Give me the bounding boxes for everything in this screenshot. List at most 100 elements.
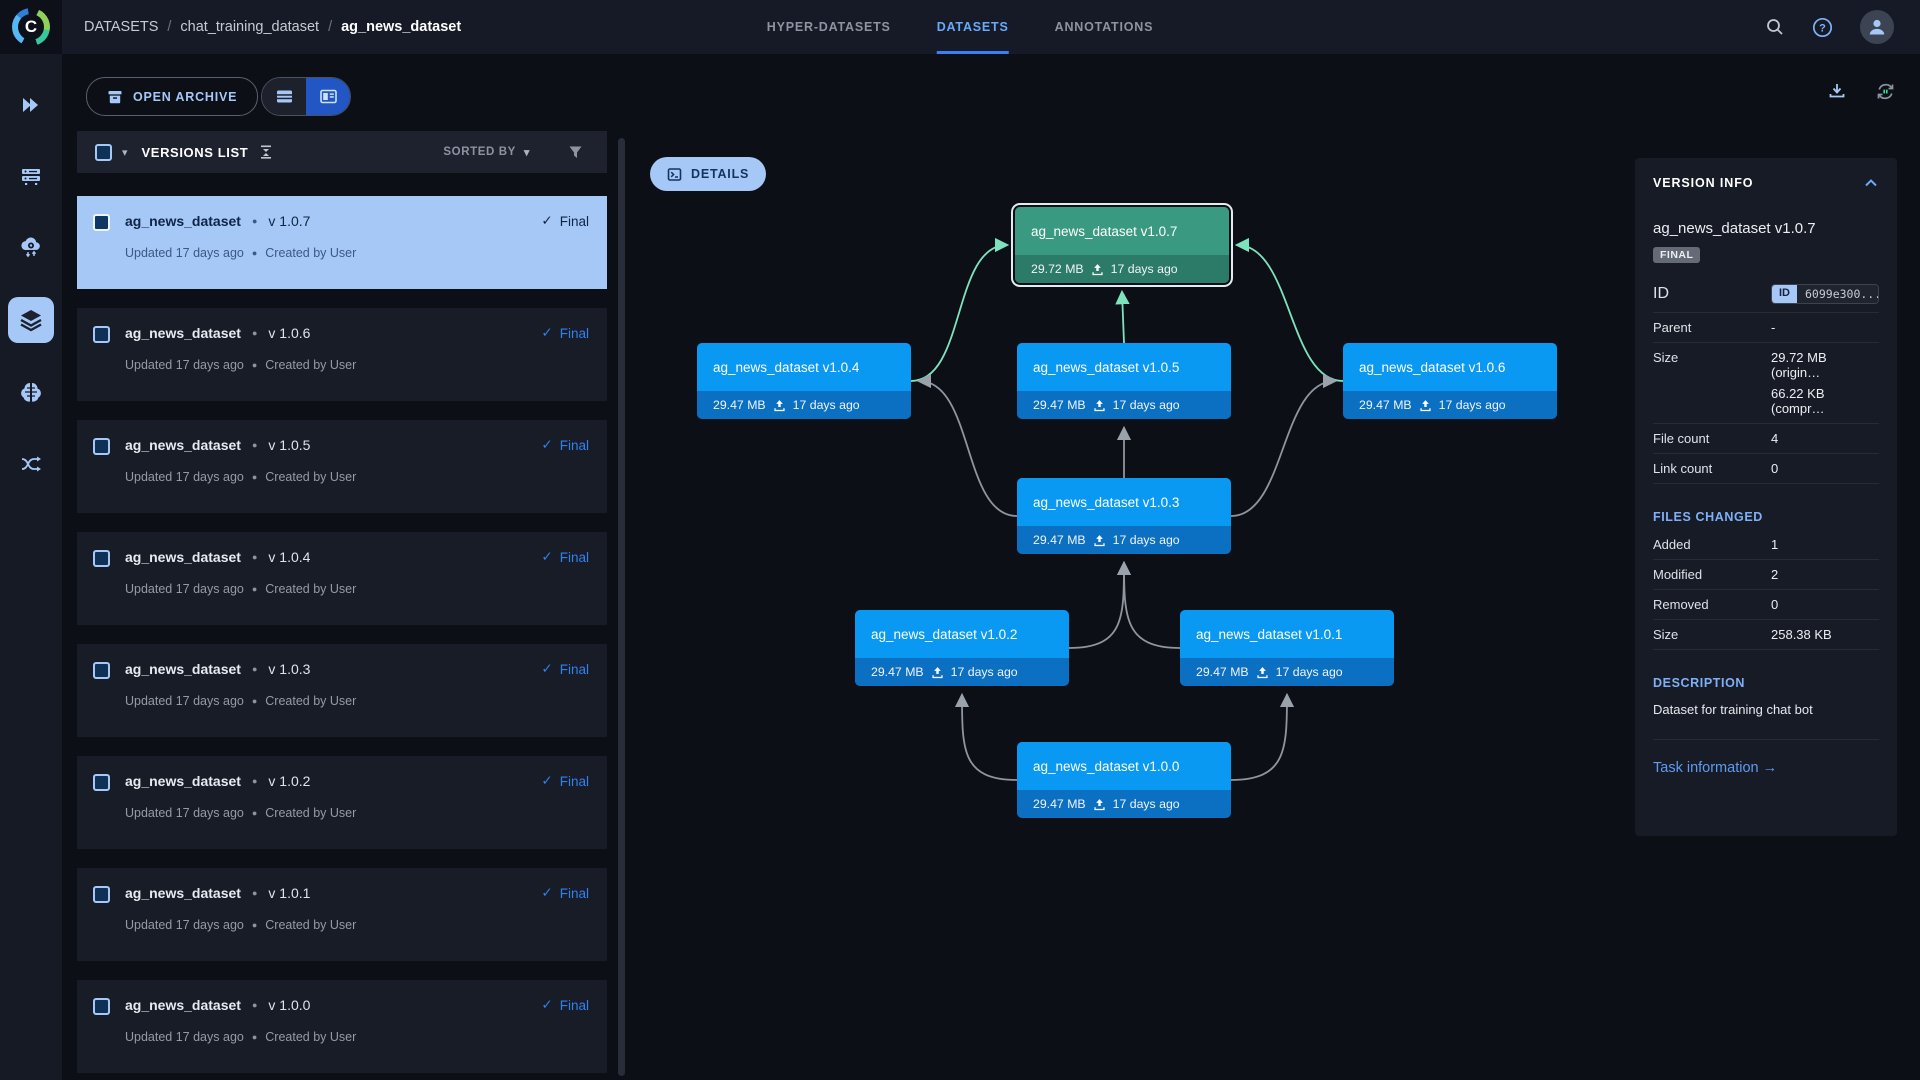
user-avatar[interactable]: [1860, 10, 1894, 44]
table-view-button[interactable]: [262, 78, 306, 115]
versions-scrollbar[interactable]: [618, 138, 625, 1076]
breadcrumb-item[interactable]: chat_training_dataset: [180, 19, 320, 35]
tab-datasets[interactable]: DATASETS: [936, 0, 1009, 54]
version-checkbox[interactable]: [93, 214, 110, 231]
version-item-row1: ag_news_dataset●v 1.0.1✓ Final: [125, 885, 589, 901]
sorted-by-dropdown[interactable]: SORTED BY ▾: [443, 146, 530, 159]
tab-hyper-datasets[interactable]: HYPER-DATASETS: [766, 20, 891, 34]
breadcrumb-item[interactable]: DATASETS: [84, 19, 159, 35]
details-button[interactable]: DETAILS: [650, 157, 767, 191]
final-status-badge: ✓ Final: [541, 885, 589, 901]
versions-panel: ▾ VERSIONS LIST SORTED BY ▾ ag_news_data…: [77, 131, 607, 1080]
select-dropdown-caret-icon[interactable]: ▾: [122, 146, 128, 159]
left-rail: [0, 54, 62, 1080]
id-pill[interactable]: ID 6099e300...: [1771, 284, 1879, 304]
breadcrumb-item[interactable]: ag_news_dataset: [341, 19, 462, 35]
lineage-edge: [954, 692, 1018, 781]
auto-refresh-icon[interactable]: [1875, 81, 1896, 102]
version-item-meta: Updated 17 days ago●Created by User: [125, 358, 589, 372]
upload-icon: [1094, 798, 1105, 810]
select-all-checkbox[interactable]: [95, 143, 112, 161]
dot-separator-icon: ●: [251, 440, 258, 450]
datasets-icon: [20, 310, 42, 332]
upload-icon: [1420, 399, 1431, 411]
version-number: v 1.0.5: [268, 437, 311, 453]
search-icon[interactable]: [1765, 17, 1785, 37]
graph-node-size: 29.47 MB: [871, 665, 924, 679]
split-view-button[interactable]: [306, 78, 350, 115]
version-checkbox[interactable]: [93, 998, 110, 1015]
download-icon[interactable]: [1827, 81, 1847, 101]
filter-icon[interactable]: [568, 145, 583, 160]
checkmark-icon: ✓: [541, 773, 553, 788]
version-number: v 1.0.7: [268, 213, 311, 229]
version-name: ag_news_dataset: [125, 325, 241, 341]
version-item-meta: Updated 17 days ago●Created by User: [125, 806, 589, 820]
open-archive-button[interactable]: OPEN ARCHIVE: [86, 77, 259, 116]
version-checkbox[interactable]: [93, 886, 110, 903]
dot-separator-icon: ●: [251, 360, 258, 370]
updated-text: Updated 17 days ago: [125, 470, 244, 484]
graph-node-size: 29.47 MB: [1196, 665, 1249, 679]
id-pill-value: 6099e300...: [1797, 285, 1878, 303]
sidebar-item-projects[interactable]: [8, 84, 54, 126]
graph-node-label: ag_news_dataset v1.0.4: [697, 343, 911, 391]
info-row: Parent-: [1653, 313, 1879, 343]
models-icon: [21, 383, 41, 402]
help-icon[interactable]: ?: [1812, 17, 1833, 38]
checkmark-icon: ✓: [541, 437, 553, 452]
version-checkbox[interactable]: [93, 326, 110, 343]
selected-version-name: ag_news_dataset v1.0.7: [1653, 220, 1816, 237]
graph-node-age: 17 days ago: [1110, 262, 1178, 276]
collapse-panel-icon[interactable]: [1863, 175, 1879, 191]
lineage-edge: [916, 373, 1018, 517]
info-row-label: Link count: [1653, 461, 1713, 476]
upload-icon: [1257, 666, 1268, 678]
graph-node-size: 29.47 MB: [713, 398, 766, 412]
collapse-rows-icon[interactable]: [258, 144, 274, 160]
version-checkbox[interactable]: [93, 550, 110, 567]
sidebar-item-cloud-autoscaler[interactable]: [8, 226, 54, 268]
version-name: ag_news_dataset: [125, 885, 241, 901]
version-checkbox[interactable]: [93, 662, 110, 679]
sidebar-item-models[interactable]: [8, 372, 54, 414]
sidebar-item-datasets[interactable]: [8, 297, 54, 343]
sidebar-item-pipelines[interactable]: [8, 443, 54, 485]
app-logo[interactable]: C: [0, 0, 62, 54]
sidebar-item-workers-queues[interactable]: [8, 155, 54, 197]
breadcrumb-separator: /: [328, 19, 333, 35]
version-number: v 1.0.3: [268, 661, 311, 677]
upload-icon: [774, 399, 785, 411]
version-checkbox[interactable]: [93, 774, 110, 791]
task-information-link[interactable]: Task information →: [1653, 760, 1778, 776]
version-item-row1: ag_news_dataset●v 1.0.7✓ Final: [125, 213, 589, 229]
version-checkbox[interactable]: [93, 438, 110, 455]
open-archive-label: OPEN ARCHIVE: [133, 89, 238, 104]
upload-icon: [1094, 399, 1105, 411]
tab-annotations[interactable]: ANNOTATIONS: [1054, 20, 1154, 34]
